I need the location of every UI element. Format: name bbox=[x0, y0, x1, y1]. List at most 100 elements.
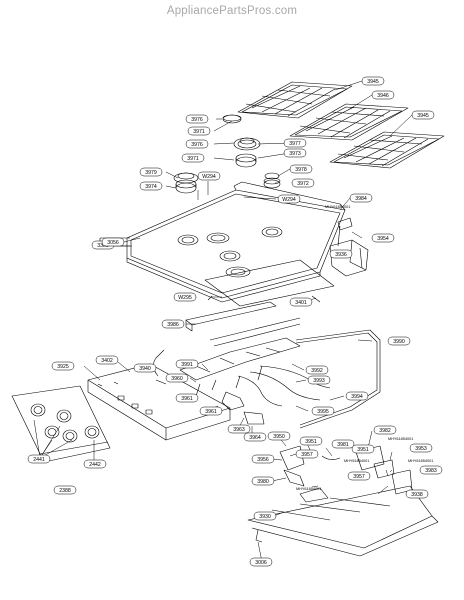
label-3971-b[interactable]: 3971 bbox=[181, 153, 205, 163]
svg-text:3385: 3385 bbox=[97, 243, 109, 249]
label-3976-a[interactable]: 3976 bbox=[185, 114, 209, 124]
label-3992[interactable]: 3992 bbox=[305, 365, 329, 375]
label-w294-a[interactable]: W294 bbox=[197, 171, 221, 181]
label-3401[interactable]: 3401 bbox=[289, 297, 313, 307]
label-3940[interactable]: 3940 bbox=[133, 363, 157, 373]
label-3994[interactable]: 3994 bbox=[345, 391, 369, 401]
svg-text:3984: 3984 bbox=[355, 196, 367, 202]
control-rail bbox=[87, 363, 231, 441]
code-mhy-5: MHY61854001 bbox=[296, 487, 321, 491]
heat-shield bbox=[204, 259, 335, 307]
label-3956[interactable]: 3956 bbox=[251, 454, 275, 464]
label-3978[interactable]: 3978 bbox=[289, 164, 313, 174]
label-3977[interactable]: 3977 bbox=[283, 138, 307, 148]
label-3979[interactable]: 3979 bbox=[139, 167, 163, 177]
label-2442[interactable]: 2442 bbox=[83, 459, 107, 469]
cooktop bbox=[99, 181, 346, 303]
label-3961-a[interactable]: 3961 bbox=[175, 393, 199, 403]
svg-text:3925: 3925 bbox=[57, 364, 69, 370]
label-3963[interactable]: 3963 bbox=[227, 424, 251, 434]
svg-text:3992: 3992 bbox=[311, 368, 323, 374]
label-3991[interactable]: 3991 bbox=[175, 359, 199, 369]
label-2441[interactable]: 2441 bbox=[27, 454, 51, 464]
svg-text:3964: 3964 bbox=[249, 435, 261, 441]
grate-center bbox=[289, 103, 409, 141]
svg-text:3953: 3953 bbox=[415, 446, 427, 452]
label-3925[interactable]: 3925 bbox=[51, 361, 75, 371]
svg-text:3956: 3956 bbox=[257, 457, 269, 463]
code-mhy-1: MHY61854001 bbox=[325, 205, 350, 209]
svg-text:3957: 3957 bbox=[353, 474, 365, 480]
label-3930[interactable]: 3930 bbox=[253, 511, 277, 521]
label-3957-b[interactable]: 3957 bbox=[347, 471, 371, 481]
label-3951-a[interactable]: 3951 bbox=[299, 436, 323, 446]
label-3402[interactable]: 3402 bbox=[95, 355, 119, 365]
svg-text:3930: 3930 bbox=[259, 514, 271, 520]
svg-text:3950: 3950 bbox=[273, 434, 285, 440]
label-3056[interactable]: 3056 bbox=[101, 237, 125, 247]
label-3961-b[interactable]: 3961 bbox=[199, 406, 223, 416]
label-3981[interactable]: 3981 bbox=[331, 439, 355, 449]
svg-text:W294: W294 bbox=[282, 197, 296, 203]
svg-text:3946: 3946 bbox=[377, 93, 389, 99]
svg-text:3945: 3945 bbox=[417, 113, 429, 119]
label-3984[interactable]: 3984 bbox=[349, 193, 373, 203]
label-3938[interactable]: 3938 bbox=[405, 489, 429, 499]
label-3945-a[interactable]: 3945 bbox=[361, 76, 385, 86]
manifold-bracket bbox=[185, 301, 301, 347]
svg-text:W295: W295 bbox=[178, 295, 192, 301]
label-w294-b[interactable]: W294 bbox=[277, 194, 301, 204]
label-3957-a[interactable]: 3957 bbox=[295, 449, 319, 459]
svg-text:3971: 3971 bbox=[193, 129, 205, 135]
label-3954[interactable]: 3954 bbox=[371, 233, 395, 243]
svg-text:3990: 3990 bbox=[393, 339, 405, 345]
grate-left bbox=[237, 81, 353, 119]
label-3960[interactable]: 3960 bbox=[165, 373, 189, 383]
label-3995[interactable]: 3995 bbox=[311, 406, 335, 416]
label-3951-b[interactable]: 3951 bbox=[351, 444, 375, 454]
svg-text:3940: 3940 bbox=[139, 366, 151, 372]
svg-text:3976: 3976 bbox=[191, 142, 203, 148]
side-bracket bbox=[329, 217, 369, 277]
svg-text:3938: 3938 bbox=[411, 492, 423, 498]
label-3971-a[interactable]: 3971 bbox=[187, 126, 211, 136]
label-3986[interactable]: 3986 bbox=[161, 319, 185, 329]
svg-text:3994: 3994 bbox=[351, 394, 363, 400]
svg-text:W294: W294 bbox=[202, 174, 216, 180]
svg-text:2388: 2388 bbox=[59, 488, 71, 494]
label-3993[interactable]: 3993 bbox=[307, 375, 331, 385]
gas-pipe bbox=[295, 329, 381, 429]
svg-text:3974: 3974 bbox=[145, 184, 157, 190]
label-3972[interactable]: 3972 bbox=[291, 178, 315, 188]
label-3980[interactable]: 3980 bbox=[251, 476, 275, 486]
label-3976-b[interactable]: 3976 bbox=[185, 139, 209, 149]
label-3006[interactable]: 3006 bbox=[249, 557, 273, 567]
svg-text:3982: 3982 bbox=[379, 428, 391, 434]
part-labels: 3945 3946 3945 3976 3971 3977 3976 3973 … bbox=[27, 76, 443, 567]
svg-text:3972: 3972 bbox=[297, 181, 309, 187]
label-3950[interactable]: 3950 bbox=[267, 431, 291, 441]
label-3990[interactable]: 3990 bbox=[387, 336, 411, 346]
label-3936[interactable]: 3936 bbox=[329, 249, 353, 259]
code-mhy-3: MHY61854001 bbox=[344, 459, 369, 463]
label-2388[interactable]: 2388 bbox=[53, 485, 77, 495]
label-3946[interactable]: 3946 bbox=[371, 90, 395, 100]
label-3983[interactable]: 3983 bbox=[419, 465, 443, 475]
svg-text:3006: 3006 bbox=[255, 560, 267, 566]
label-3964[interactable]: 3964 bbox=[243, 432, 267, 442]
code-mhy-4: MHY61854001 bbox=[408, 459, 433, 463]
label-3945-b[interactable]: 3945 bbox=[411, 110, 435, 120]
label-3973[interactable]: 3973 bbox=[283, 148, 307, 158]
svg-text:3979: 3979 bbox=[145, 170, 157, 176]
label-3974[interactable]: 3974 bbox=[139, 181, 163, 191]
label-w295[interactable]: W295 bbox=[173, 292, 197, 302]
svg-text:3961: 3961 bbox=[205, 409, 217, 415]
svg-text:3951: 3951 bbox=[305, 439, 317, 445]
label-3982[interactable]: 3982 bbox=[373, 425, 397, 435]
label-3953[interactable]: 3953 bbox=[409, 443, 433, 453]
svg-text:3978: 3978 bbox=[295, 167, 307, 173]
svg-text:3954: 3954 bbox=[377, 236, 389, 242]
bottom-bracket bbox=[247, 485, 439, 557]
svg-text:3973: 3973 bbox=[289, 151, 301, 157]
